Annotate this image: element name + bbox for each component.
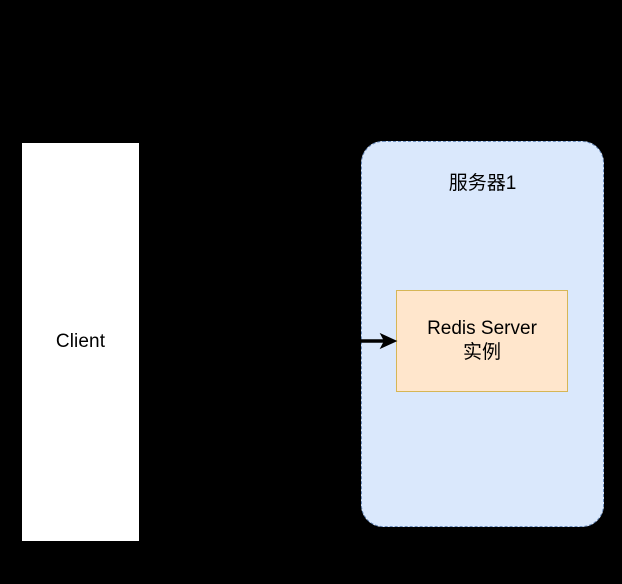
node-client[interactable]: Client: [22, 143, 139, 541]
node-server1-label: 服务器1: [448, 173, 517, 194]
node-redis-instance-label-line1: Redis Server: [427, 318, 537, 340]
node-client-label: Client: [55, 330, 106, 352]
node-redis-instance-label-line2: 实例: [462, 342, 501, 363]
node-redis-instance[interactable]: Redis Server 实例: [396, 290, 568, 392]
